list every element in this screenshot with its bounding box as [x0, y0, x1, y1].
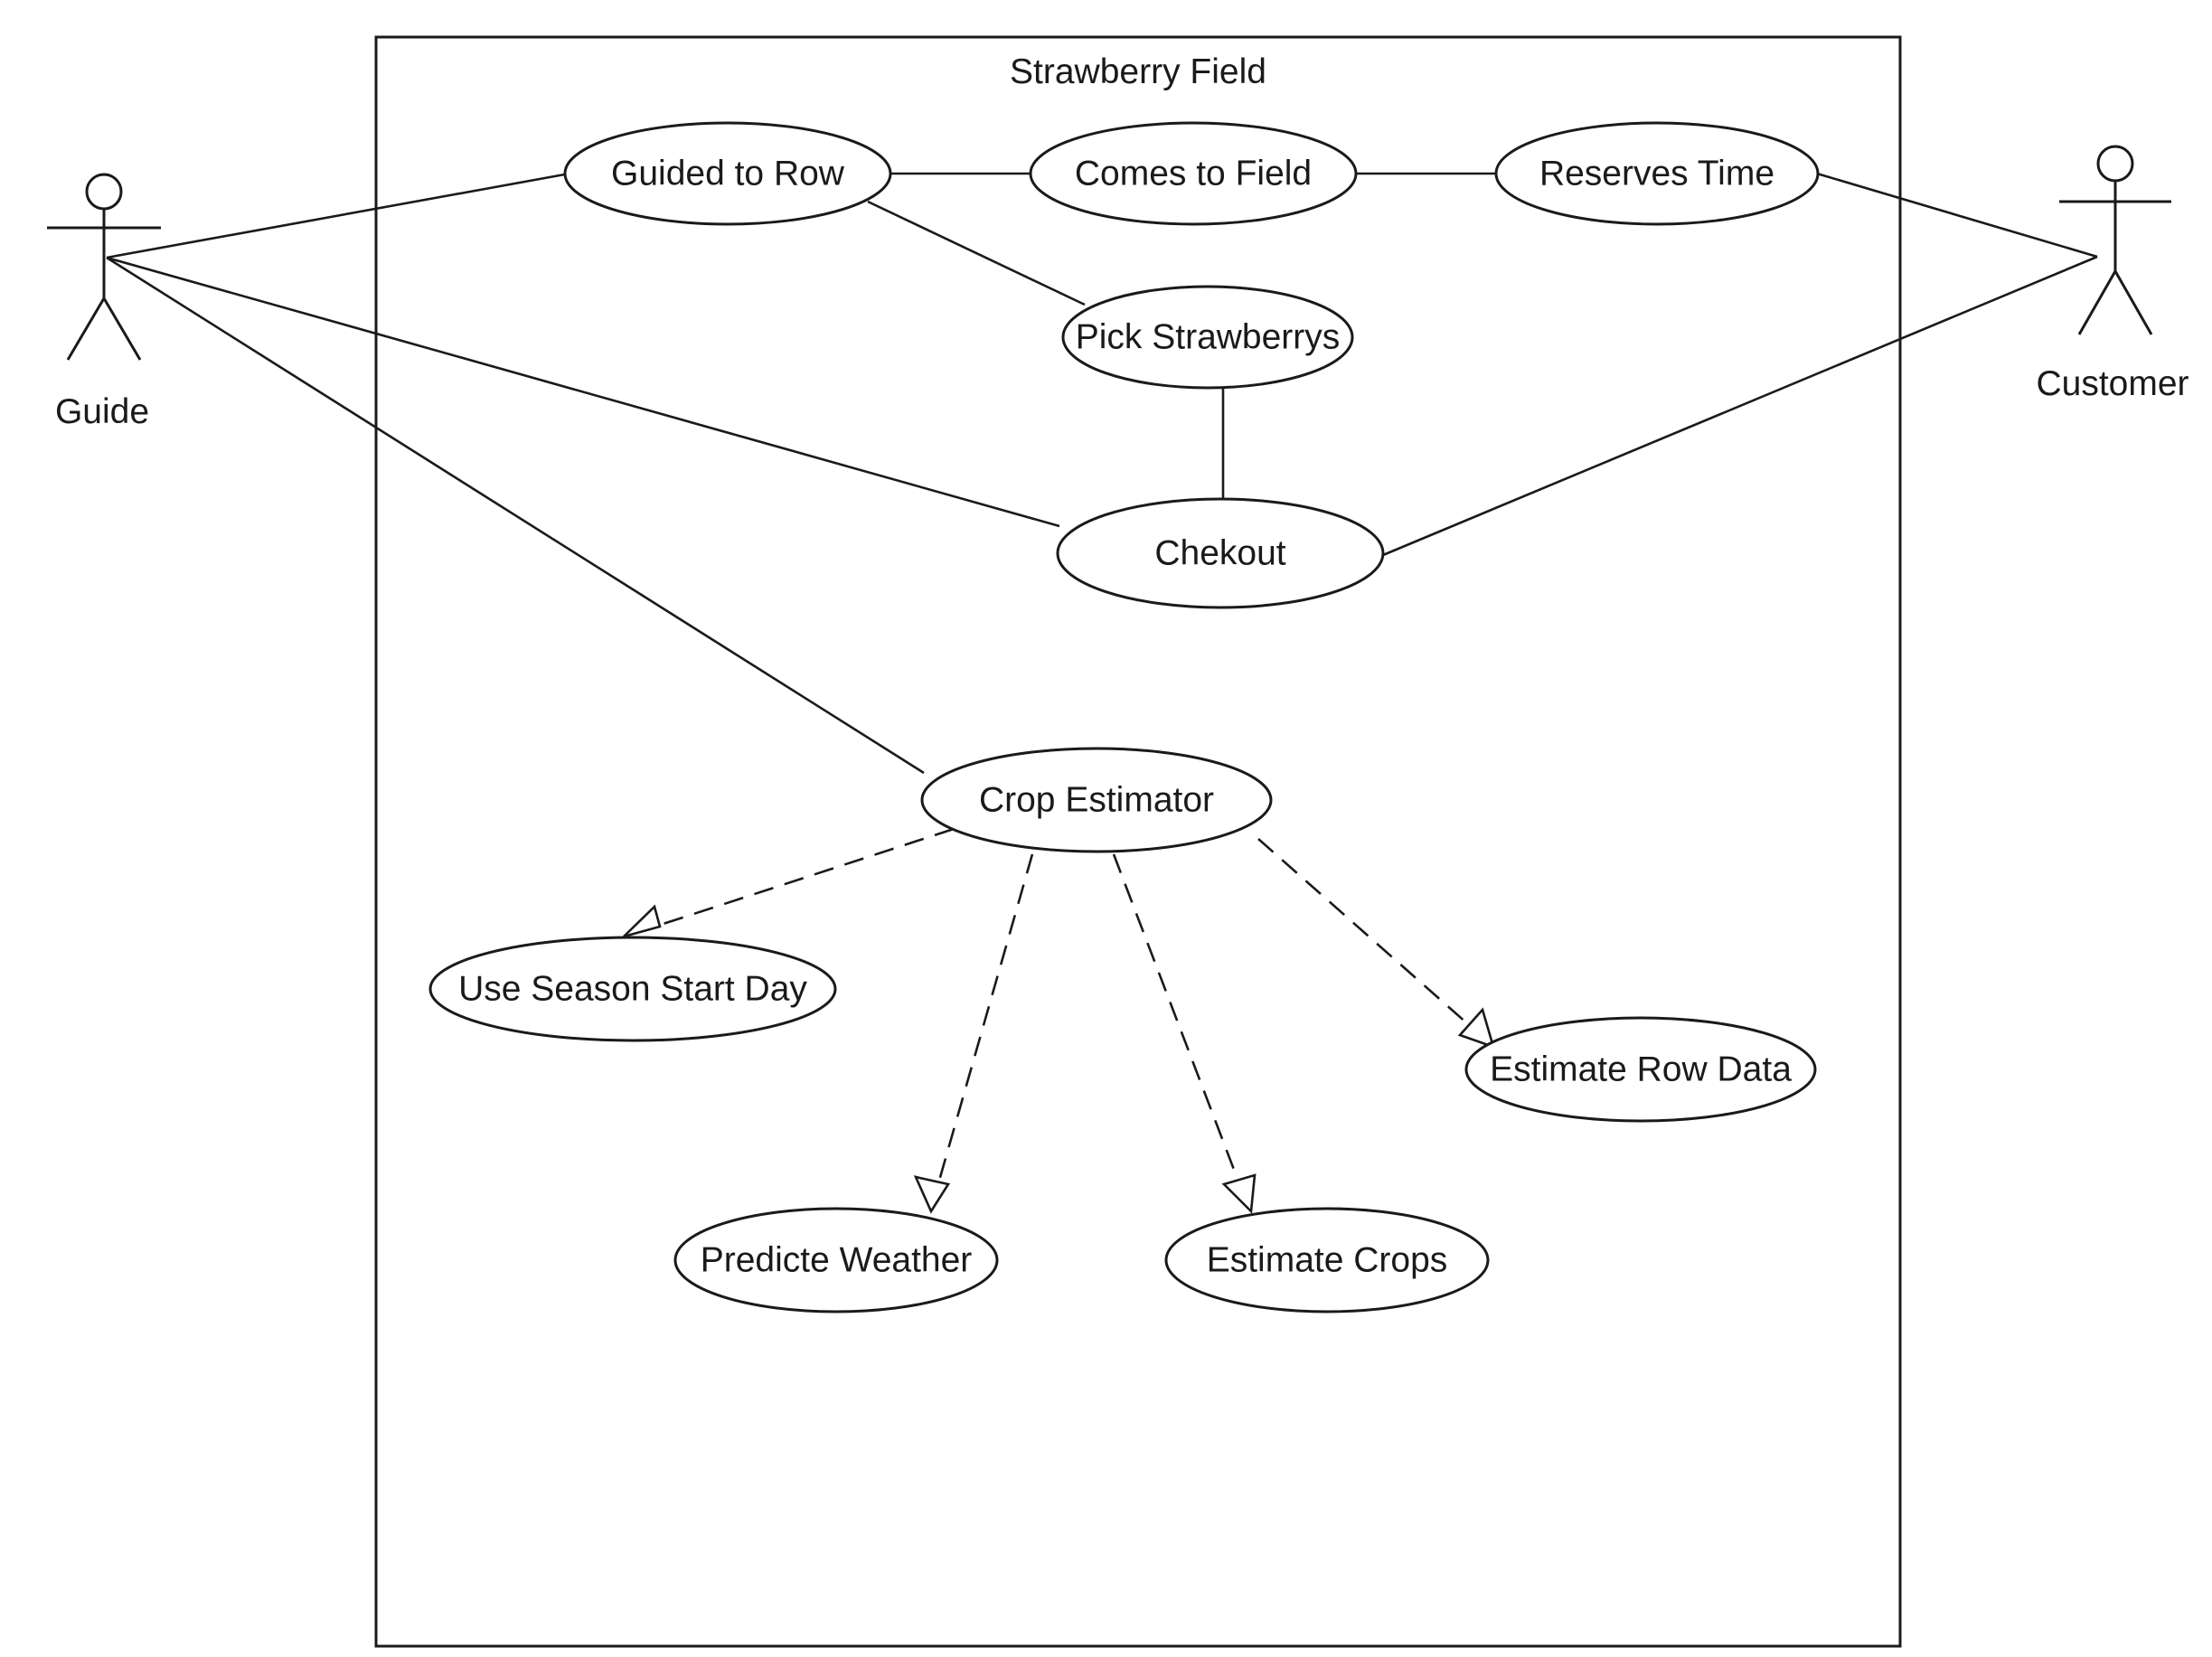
use-case-estimate-row-data: Estimate Row Data	[1464, 1016, 1817, 1123]
dependency-crop-estimator-predicte-weather	[934, 853, 1034, 1194]
use-case-use-season-start-day: Use Season Start Day	[428, 936, 837, 1042]
use-case-label: Use Season Start Day	[458, 970, 807, 1009]
use-case-label: Estimate Crops	[1207, 1241, 1448, 1280]
use-case-crop-estimator: Crop Estimator	[920, 747, 1273, 853]
use-case-comes-to-field: Comes to Field	[1029, 121, 1358, 226]
actor-name: Guide	[55, 392, 149, 431]
dependency-crop-estimator-estimate-row-data	[1257, 838, 1476, 1031]
use-case-label: Reserves Time	[1539, 155, 1774, 193]
actor-name: Customer	[2036, 364, 2188, 403]
use-case-chekout: Chekout	[1056, 497, 1385, 609]
use-case-label: Comes to Field	[1075, 155, 1312, 193]
association-guide-chekout	[106, 256, 1060, 528]
stick-figure-icon	[2059, 145, 2171, 335]
arrowhead-estimate-crops	[1221, 1173, 1257, 1214]
association-guide-guided-to-row	[106, 172, 570, 259]
system-boundary-title: Strawberry Field	[1010, 52, 1266, 91]
association-guide-crop-estimator	[106, 256, 925, 775]
use-case-label: Guided to Row	[611, 155, 845, 193]
use-case-label: Pick Strawberrys	[1076, 318, 1341, 357]
arrowhead-use-season-start-day	[623, 904, 662, 938]
association-guided-to-row-pick-strawberrys	[867, 200, 1086, 306]
use-case-reserves-time: Reserves Time	[1494, 121, 1820, 226]
association-reserves-time-customer	[1816, 172, 2098, 259]
dependency-crop-estimator-estimate-crops	[1112, 853, 1245, 1194]
use-case-label: Estimate Row Data	[1490, 1050, 1792, 1089]
dependency-crop-estimator-use-season-start-day	[632, 827, 955, 936]
connectors	[106, 172, 2098, 1214]
use-case-pick-strawberrys: Pick Strawberrys	[1061, 285, 1354, 390]
arrowhead-predicte-weather	[913, 1175, 951, 1214]
association-chekout-customer	[1382, 255, 2098, 557]
use-case-label: Crop Estimator	[979, 781, 1214, 820]
use-case-guided-to-row: Guided to Row	[563, 121, 892, 226]
use-case-estimate-crops: Estimate Crops	[1164, 1207, 1490, 1313]
actor-customer: Customer	[2036, 145, 2189, 403]
use-case-label: Chekout	[1154, 534, 1285, 573]
use-case-label: Predicte Weather	[701, 1241, 973, 1280]
system-boundary	[374, 35, 1902, 1648]
stick-figure-icon	[47, 173, 161, 361]
arrowhead-estimate-row-data	[1457, 1007, 1495, 1050]
use-case-predicte-weather: Predicte Weather	[673, 1207, 999, 1313]
actor-guide: Guide	[47, 173, 161, 431]
